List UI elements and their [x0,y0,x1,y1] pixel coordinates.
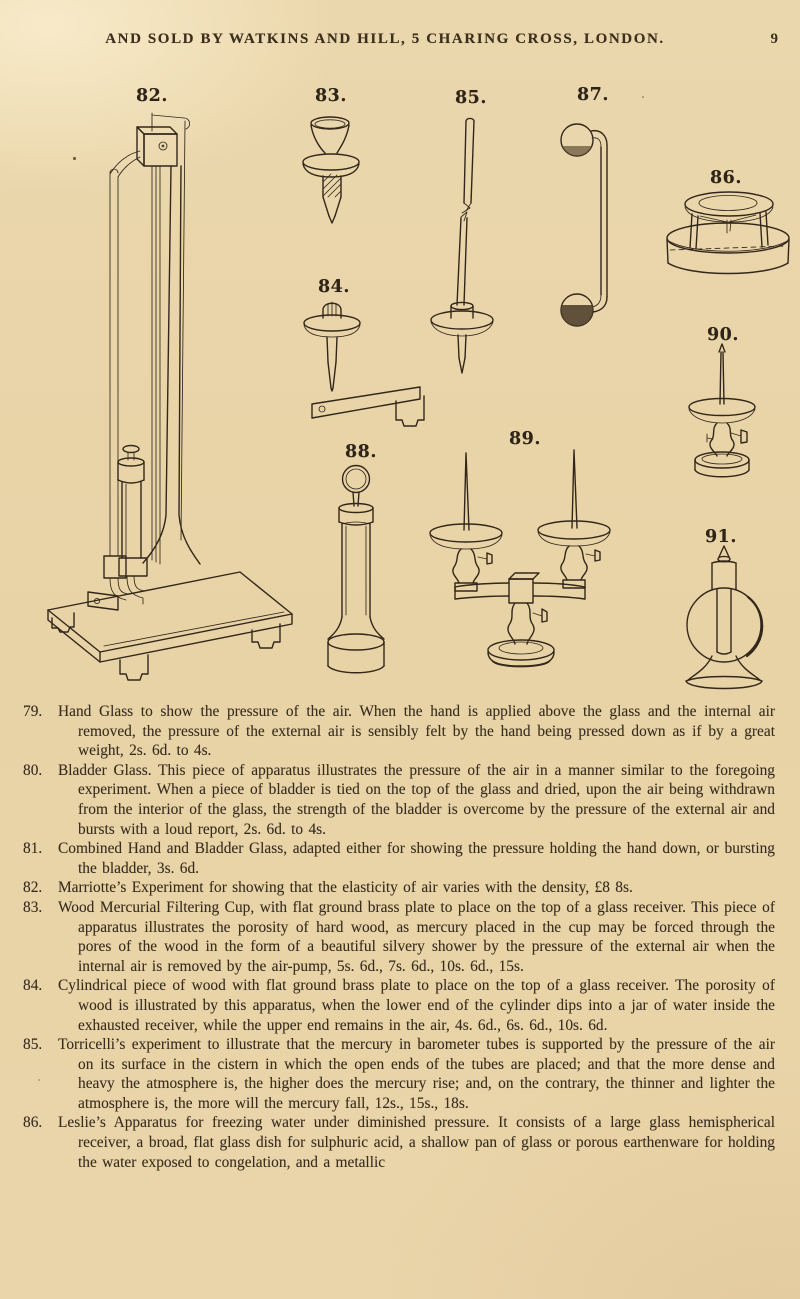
figure-label-83: 83. [315,86,347,106]
figure-label-82: 82. [136,86,168,106]
figure-91-illustration [685,545,764,690]
figure-label-84: 84. [318,277,350,297]
item-number: 79. [23,703,43,720]
item-number: 84. [23,977,43,995]
figure-83-illustration [302,116,360,224]
figure-82-illustration [47,112,425,681]
item-number: 81. [23,840,43,858]
catalog-item-82: 82. Marriotte’s Experiment for showing th… [23,878,775,898]
figure-label-86: 86. [710,168,742,188]
figure-89-illustration [429,449,611,668]
figure-label-87: 87. [577,85,609,105]
figure-label-89: 89. [509,429,541,449]
figure-label-90: 90. [707,325,739,345]
figure-86-illustration [666,191,790,275]
item-text: Combined Hand and Bladder Glass, adapted… [58,840,775,877]
catalog-item-79: 79. Hand Glass to show the pressure of th… [23,702,775,761]
figure-label-91: 91. [705,527,737,547]
item-number: 83. [23,898,43,916]
catalog-item-83: 83. Wood Mercurial Filtering Cup, with fl… [23,898,775,976]
item-number: 85. [23,1036,43,1054]
catalog-item-85: 85. Torricelli’s experiment to illustrate… [23,1035,775,1113]
figure-88-illustration [327,464,385,674]
catalog-text: 79. Hand Glass to show the pressure of th… [23,702,775,1172]
item-text: Wood Mercurial Filtering Cup, with flat … [58,898,775,975]
figure-90-illustration [688,343,756,478]
item-text: Cylindrical piece of wood with flat grou… [58,977,775,1034]
item-number: 80. [23,761,43,779]
figure-87-illustration [560,123,608,327]
item-text: Marriotte’s Experiment for showing that … [58,879,633,897]
item-number: 82. [23,879,43,897]
figure-85-illustration [430,117,494,374]
figure-label-88: 88. [345,442,377,462]
running-head: AND SOLD BY WATKINS AND HILL, 5 CHARING … [105,31,665,47]
engraved-plates [47,112,790,690]
item-text: Leslie’s Apparatus for freezing water un… [58,1114,775,1171]
catalog-item-86: 86. Leslie’s Apparatus for freezing water… [23,1113,775,1172]
catalog-item-80: 80. Bladder Glass. This piece of apparatu… [23,761,775,839]
catalog-item-84: 84. Cylindrical piece of wood with flat g… [23,976,775,1035]
figure-84-illustration [303,301,361,392]
plates-region: 82. 83. 84. 85. 86. 87. 88. 89. 90. 91. [0,60,800,700]
item-text: Torricelli’s experiment to illustrate th… [58,1036,775,1112]
item-text: Hand Glass to show the pressure of the a… [58,703,775,760]
item-number: 86. [23,1114,43,1132]
page-number: 9 [770,31,779,47]
item-text: Bladder Glass. This piece of apparatus i… [58,761,775,838]
catalog-item-81: 81. Combined Hand and Bladder Glass, adap… [23,839,775,878]
figure-label-85: 85. [455,88,487,108]
